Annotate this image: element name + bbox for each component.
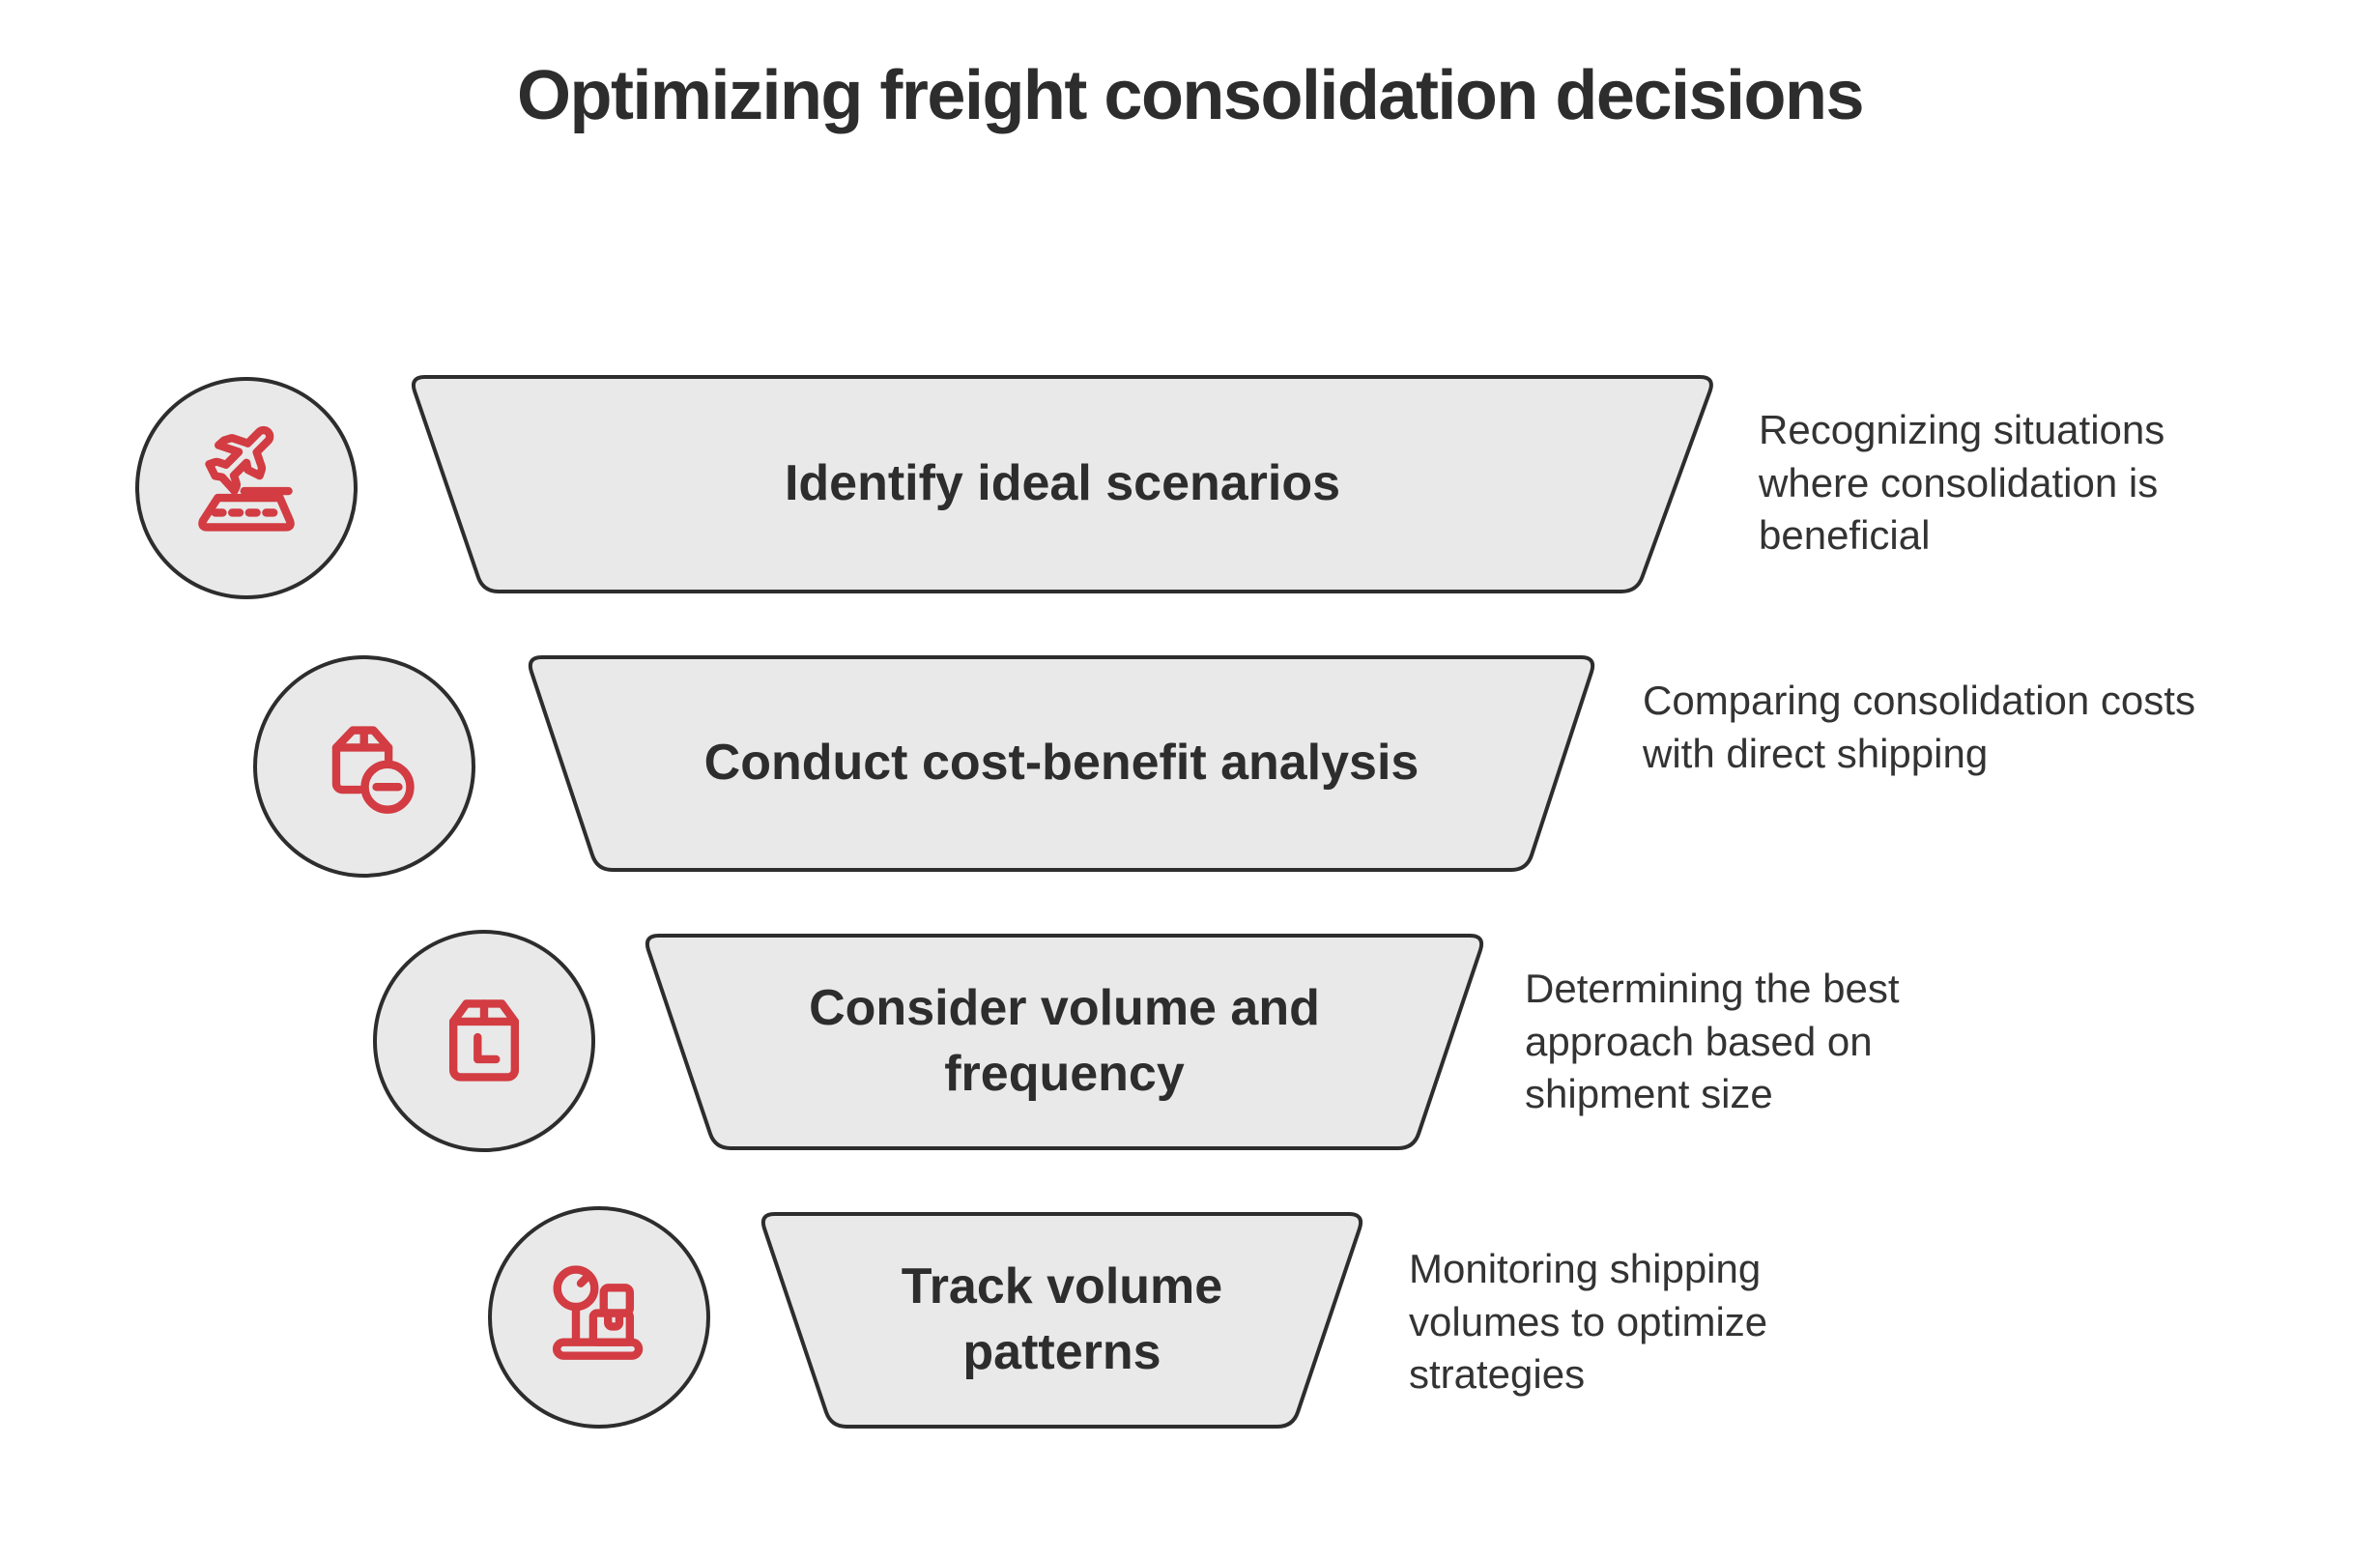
step-3-label-box: Consider volume and frequency [644,936,1485,1148]
step-4-description: Monitoring shipping volumes to optimize … [1409,1246,1768,1398]
step-2-label: Conduct cost-benefit analysis [703,735,1419,792]
step-4-trapezoid [760,1212,1363,1429]
page-title: Optimizing freight consolidation decisio… [516,57,1865,134]
package-minus-icon [331,726,415,814]
step-1-trapezoid [411,375,1713,593]
package-icon [448,999,520,1082]
step-4-label: Track volume patterns [901,1258,1223,1380]
step-2-label-box: Conduct cost-benefit analysis [527,657,1596,870]
plane-takeoff-icon [198,426,295,532]
step-1-label: Identify ideal scenarios [784,455,1341,512]
step-3-icon-circle [373,930,595,1152]
step-3-label: Consider volume and frequency [809,980,1320,1102]
step-1-label-box: Identify ideal scenarios [410,377,1715,592]
step-4-label-box: Track volume patterns [760,1214,1364,1427]
step-1-icon-circle [135,377,358,599]
step-3-trapezoid [645,934,1484,1150]
step-2-trapezoid [528,655,1595,872]
step-1-description: Recognizing situations where consolidati… [1759,407,2165,559]
step-2-description: Comparing consolidation costs with direc… [1643,678,2195,776]
step-2-icon-circle [253,655,475,878]
step-3-description: Determining the best approach based on s… [1525,966,1900,1117]
step-4-icon-circle [488,1206,710,1429]
weighing-scale-icon [552,1265,644,1360]
